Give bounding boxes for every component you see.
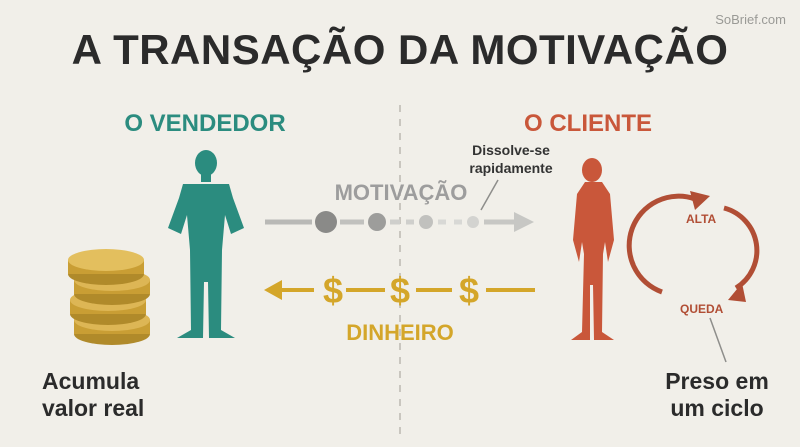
cycle-low-label: QUEDA bbox=[680, 302, 724, 316]
motivation-note-line2: rapidamente bbox=[469, 160, 553, 176]
cycle-high-label: ALTA bbox=[686, 212, 717, 226]
cycle-leader-line bbox=[709, 317, 727, 363]
client-person-icon bbox=[571, 158, 614, 340]
note-leader-line bbox=[480, 179, 499, 211]
client-caption: Preso em um ciclo bbox=[652, 368, 782, 422]
dollar-sign-3: $ bbox=[458, 270, 480, 311]
cycle-arrowhead-top bbox=[690, 191, 710, 210]
client-caption-line2: um ciclo bbox=[670, 395, 764, 421]
vendor-person-icon bbox=[168, 150, 244, 338]
motivation-flow-arrow bbox=[265, 211, 534, 233]
vendor-caption-line2: valor real bbox=[42, 395, 145, 421]
vendor-caption: Acumula valor real bbox=[42, 368, 192, 422]
motivation-dot-4 bbox=[467, 216, 479, 228]
cycle-arrowhead-bottom bbox=[728, 283, 746, 302]
motivation-label: MOTIVAÇÃO bbox=[334, 180, 468, 205]
vendor-caption-line1: Acumula bbox=[42, 368, 140, 394]
motivation-note: Dissolve-se rapidamente bbox=[446, 141, 576, 177]
client-label: O CLIENTE bbox=[523, 110, 652, 137]
motivation-dot-3 bbox=[419, 215, 433, 229]
money-label: DINHEIRO bbox=[346, 320, 454, 345]
dollar-sign-2: $ bbox=[389, 270, 411, 311]
client-caption-line1: Preso em bbox=[665, 368, 769, 394]
page-title: A TRANSAÇÃO DA MOTIVAÇÃO bbox=[71, 26, 729, 73]
money-flow-arrow bbox=[264, 280, 535, 300]
motivation-dot-2 bbox=[368, 213, 386, 231]
motivation-note-line1: Dissolve-se bbox=[472, 142, 550, 158]
watermark: SoBrief.com bbox=[715, 12, 786, 27]
motivation-dot-1 bbox=[315, 211, 337, 233]
coin-stack-icon bbox=[68, 249, 150, 345]
dollar-sign-1: $ bbox=[322, 270, 344, 311]
vendor-label: O VENDEDOR bbox=[124, 110, 286, 137]
cycle-arrows-icon bbox=[626, 193, 760, 295]
